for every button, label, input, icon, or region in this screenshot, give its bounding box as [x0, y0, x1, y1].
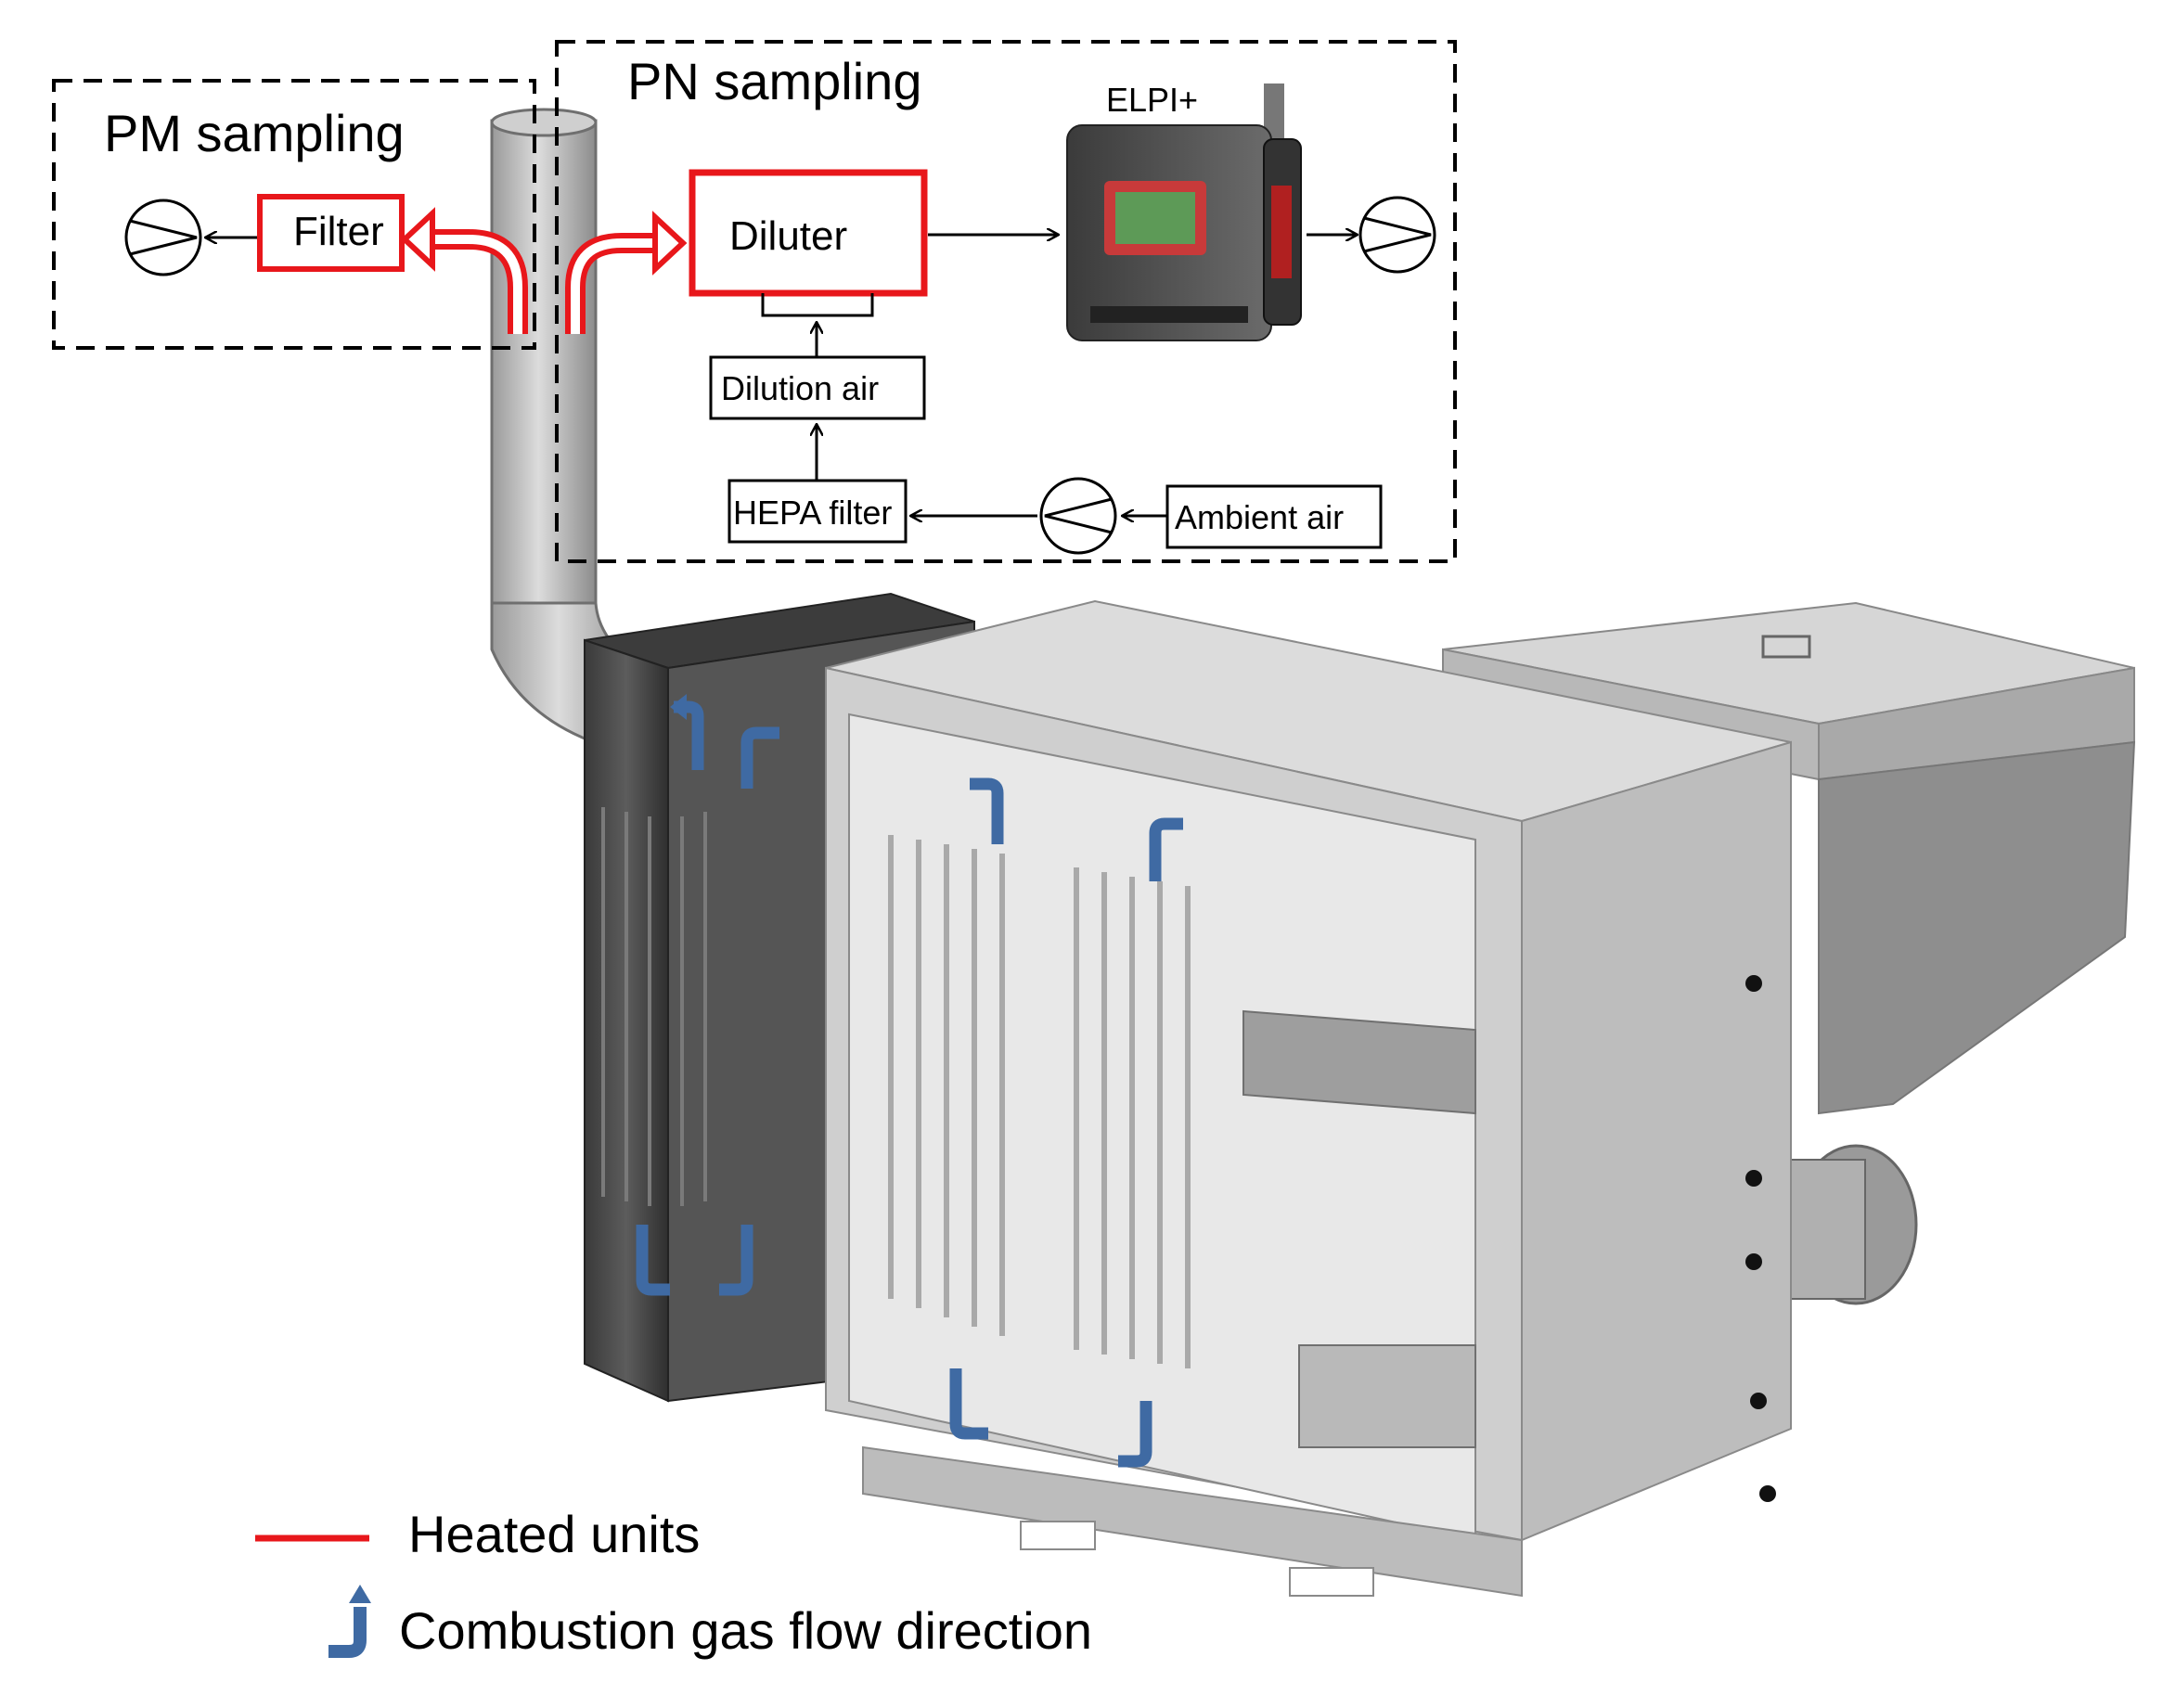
pm-filter-box	[257, 194, 405, 272]
combustion-gas-flow-arrows	[636, 694, 1183, 1468]
boiler-illustration	[490, 108, 2136, 1598]
flow-arrow-head	[670, 694, 687, 720]
pm-sampling-title: PM sampling	[104, 104, 405, 162]
flow-arrow	[1149, 817, 1183, 881]
pn-sampling-title: PN sampling	[627, 52, 922, 110]
pn-sampling-box	[555, 40, 1457, 563]
diluter-label: Diluter	[729, 213, 848, 259]
flow-arrow	[740, 726, 779, 789]
dilution-air-label: Dilution air	[721, 369, 880, 407]
flow-arrow	[1118, 1401, 1152, 1468]
ambient-air-label: Ambient air	[1175, 498, 1345, 536]
flow-arrow	[719, 1225, 753, 1296]
dilution-air-box	[709, 355, 926, 420]
legend-flow-icon	[328, 1607, 367, 1658]
diluter-box	[689, 169, 928, 297]
elpi-pump-icon	[1358, 196, 1436, 274]
legend-heated-units: Heated units	[408, 1505, 701, 1563]
flow-arrow	[674, 700, 704, 770]
filter-label: Filter	[293, 209, 384, 254]
hepa-filter-label: HEPA filter	[733, 494, 893, 532]
flow-arrow	[970, 777, 1004, 844]
ambient-pump-icon	[1039, 477, 1117, 555]
legend-flow-direction: Combustion gas flow direction	[399, 1601, 1093, 1660]
flow-arrow	[636, 1225, 670, 1296]
elpi-instrument	[1066, 83, 1302, 341]
flow-arrow	[949, 1368, 988, 1440]
pm-sampling-box	[52, 79, 536, 350]
elpi-label: ELPI+	[1106, 81, 1199, 119]
pm-pump-icon	[124, 199, 202, 276]
ambient-air-box	[1165, 484, 1383, 549]
hepa-filter-box	[727, 479, 908, 544]
